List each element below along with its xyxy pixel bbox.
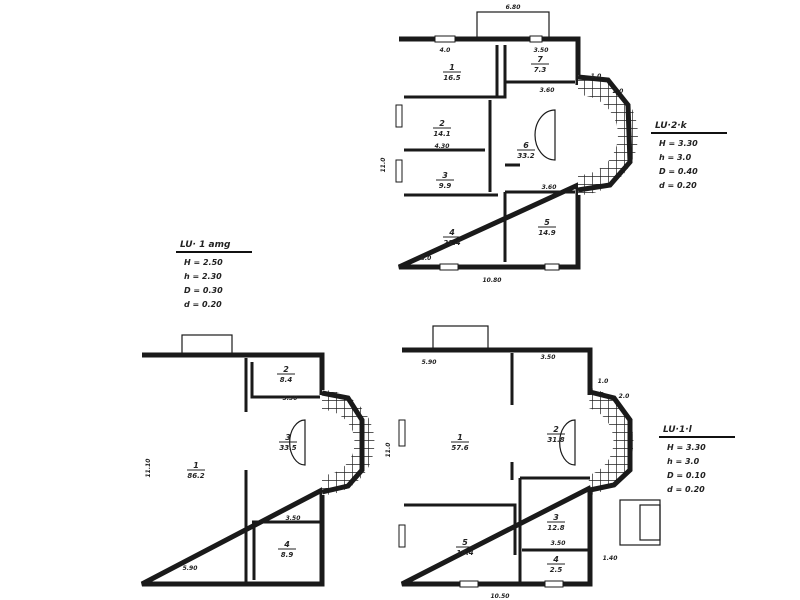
- dimension-label: 11.0: [380, 158, 387, 173]
- dimension-label: 10.50: [491, 593, 510, 600]
- dimension-label: 11.0: [385, 443, 392, 458]
- room-number: 3: [285, 433, 291, 442]
- legend-line: D = 0.10: [667, 471, 706, 480]
- legend-line: D = 0.30: [184, 286, 223, 295]
- room-area: 16.5: [443, 74, 460, 82]
- legend-line: d = 0.20: [667, 485, 705, 494]
- room-area: 21.4: [443, 239, 460, 247]
- legend-line: H = 3.30: [659, 139, 698, 148]
- legend-line: h = 2.30: [184, 272, 222, 281]
- room-number: 1: [449, 63, 455, 72]
- room-number: 6: [523, 141, 529, 150]
- room-number: 1: [457, 433, 463, 442]
- inner-walls: [244, 358, 320, 582]
- room-area: 18.4: [456, 549, 473, 557]
- entry-stair: [181, 334, 233, 356]
- room-area: 2.5: [550, 566, 563, 574]
- stair-well: [559, 419, 576, 466]
- bay-wall: [589, 389, 633, 493]
- dimension-label: 3.50: [551, 540, 566, 547]
- room-number: 5: [544, 218, 550, 227]
- room-area: 14.9: [538, 229, 555, 237]
- legend-title: LU·2·k: [655, 121, 688, 131]
- outer-walls: [400, 347, 593, 587]
- room-area: 57.6: [451, 444, 468, 452]
- dimension-label: 2.0: [613, 88, 624, 95]
- bay-wall: [321, 390, 365, 495]
- room-number: 3: [442, 171, 448, 180]
- plan-first-floor: [398, 325, 661, 588]
- bay-wall: [577, 74, 633, 193]
- dimension-label: 6.0: [421, 255, 432, 262]
- inner-walls: [404, 45, 575, 262]
- room-number: 2: [553, 425, 559, 434]
- room-area: 7.3: [534, 66, 547, 74]
- room-area: 33.5: [279, 444, 296, 452]
- legend-line: h = 3.0: [659, 153, 692, 162]
- dimension-label: 10.80: [483, 277, 502, 284]
- dimension-label: 1.40: [603, 555, 618, 562]
- plan-basement: [140, 334, 375, 587]
- stair-well: [289, 419, 306, 466]
- outer-walls: [397, 36, 581, 270]
- room-number: 3: [553, 513, 559, 522]
- room-area: 33.2: [517, 152, 534, 160]
- entry-stair: [432, 325, 489, 351]
- room-number: 5: [462, 538, 468, 547]
- dimension-label: 3.50: [541, 354, 556, 361]
- legend-line: H = 2.50: [184, 258, 223, 267]
- plan-second-floor: [395, 11, 638, 271]
- room-number: 2: [283, 365, 289, 374]
- dimension-label: 11.10: [145, 459, 152, 478]
- side-stair: [639, 504, 661, 541]
- dimension-label: 5.90: [422, 359, 437, 366]
- spiral-stair: [586, 388, 634, 495]
- legend-line: d = 0.20: [659, 181, 697, 190]
- room-area: 14.1: [433, 130, 450, 138]
- room-number: 2: [439, 119, 445, 128]
- legend-line: H = 3.30: [667, 443, 706, 452]
- legend-line: h = 3.0: [667, 457, 700, 466]
- dimension-label: 3.60: [540, 87, 555, 94]
- room-number: 1: [193, 461, 199, 470]
- room-area: 86.2: [187, 472, 204, 480]
- room-area: 12.8: [547, 524, 564, 532]
- labels: 1 16.5 2 14.1 3 9.9 4 21.4 5 14.9 6 33.2 7 7.3 6.80 4.0…: [145, 4, 735, 600]
- room-area: 8.4: [280, 376, 293, 384]
- room-number: 4: [552, 555, 559, 564]
- legend-line: d = 0.20: [184, 300, 222, 309]
- room-number: 4: [283, 540, 290, 549]
- outer-walls: [140, 352, 325, 587]
- room-number: 4: [448, 228, 455, 237]
- dimension-label: 6.80: [506, 4, 521, 11]
- legend-line: D = 0.40: [659, 167, 698, 176]
- room-area: 8.9: [281, 551, 294, 559]
- inner-walls: [404, 353, 590, 582]
- dimension-label: 3.50: [534, 47, 549, 54]
- dimension-label: 4.0: [440, 47, 451, 54]
- legend-title: LU·1·l: [663, 425, 693, 435]
- room-area: 9.9: [439, 182, 452, 190]
- dimension-label: 1.0: [598, 378, 609, 385]
- legend-title: LU· 1 amg: [180, 240, 231, 250]
- dimension-label: 4.30: [435, 143, 450, 150]
- dimension-label: 3.50: [286, 515, 301, 522]
- room-number: 7: [537, 55, 543, 64]
- dimension-label: 1.0: [591, 73, 602, 80]
- dimension-label: 3.60: [542, 184, 557, 191]
- dimension-label: 3.50: [283, 395, 298, 402]
- dimension-label: 2.0: [619, 393, 630, 400]
- dimension-label: 5.90: [183, 565, 198, 572]
- stair-well: [534, 109, 556, 161]
- porch-roof: [476, 11, 550, 40]
- room-area: 31.8: [547, 436, 564, 444]
